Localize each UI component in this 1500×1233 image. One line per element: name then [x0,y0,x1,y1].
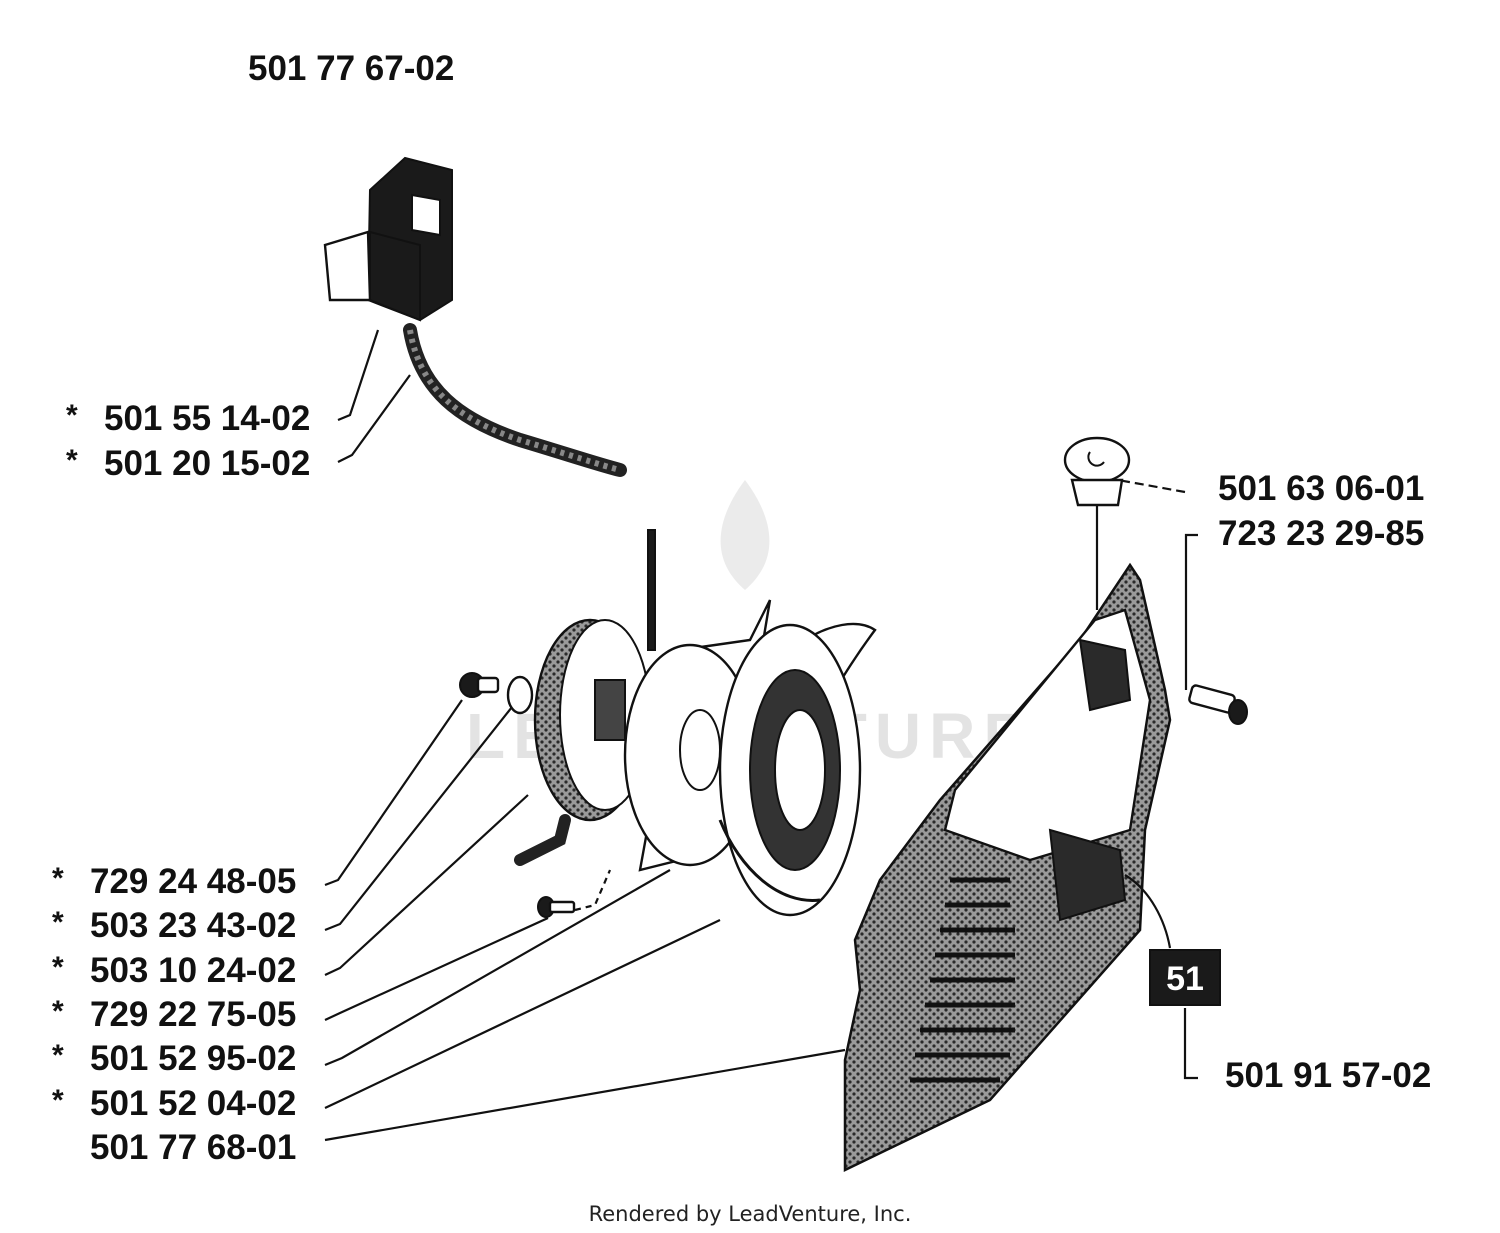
callout-star: * [66,399,78,432]
callouts-left-bottom: * 729 24 48-05 * 503 23 43-02 * 503 10 2… [52,862,296,1167]
assembly-number: 501 77 67-02 [248,49,454,88]
callouts-left-top: * 501 55 14-02 * 501 20 15-02 [66,399,310,483]
screw [459,672,500,698]
rope-pulley [514,529,656,866]
starter-handle [323,156,453,322]
flame-logo-icon [720,480,770,590]
starter-housing [843,562,1172,1172]
small-screw [537,896,576,918]
callout-part-number: 723 23 29-85 [1218,514,1424,553]
decal: 51 [1149,949,1221,1006]
leader-lines-top [337,329,411,463]
housing-screw [1188,684,1248,725]
washer [506,675,534,715]
callout-star: * [52,1084,64,1117]
callout-star: * [52,862,64,895]
callout-star: * [52,1039,64,1072]
callout-part-number: 501 77 68-01 [90,1128,296,1167]
callout-part-number: 729 24 48-05 [90,862,296,901]
leader-lines-bottom [324,699,846,1142]
callout-part-number: 501 91 57-02 [1225,1056,1431,1095]
callout-part-number: 501 52 95-02 [90,1039,296,1078]
footer-credit: Rendered by LeadVenture, Inc. [589,1202,912,1226]
decal-number: 51 [1166,960,1204,998]
callout-part-number: 729 22 75-05 [90,995,296,1034]
callouts-right: 501 63 06-01 723 23 29-85 501 91 57-02 [1218,469,1431,1095]
callout-part-number: 501 52 04-02 [90,1084,296,1123]
callout-part-number: 501 55 14-02 [104,399,310,438]
callout-star: * [52,906,64,939]
leader-lines-right [1095,478,1198,1080]
callout-part-number: 503 10 24-02 [90,951,296,990]
callout-part-number: 501 63 06-01 [1218,469,1424,508]
callout-star: * [66,444,78,477]
housing-vents [910,877,1015,1083]
starter-rope [403,323,627,477]
rope-guide-bushing [1063,436,1131,507]
callout-star: * [52,951,64,984]
callout-part-number: 503 23 43-02 [90,906,296,945]
recoil-spring [718,622,877,917]
callout-part-number: 501 20 15-02 [104,444,310,483]
callout-star: * [52,995,64,1028]
